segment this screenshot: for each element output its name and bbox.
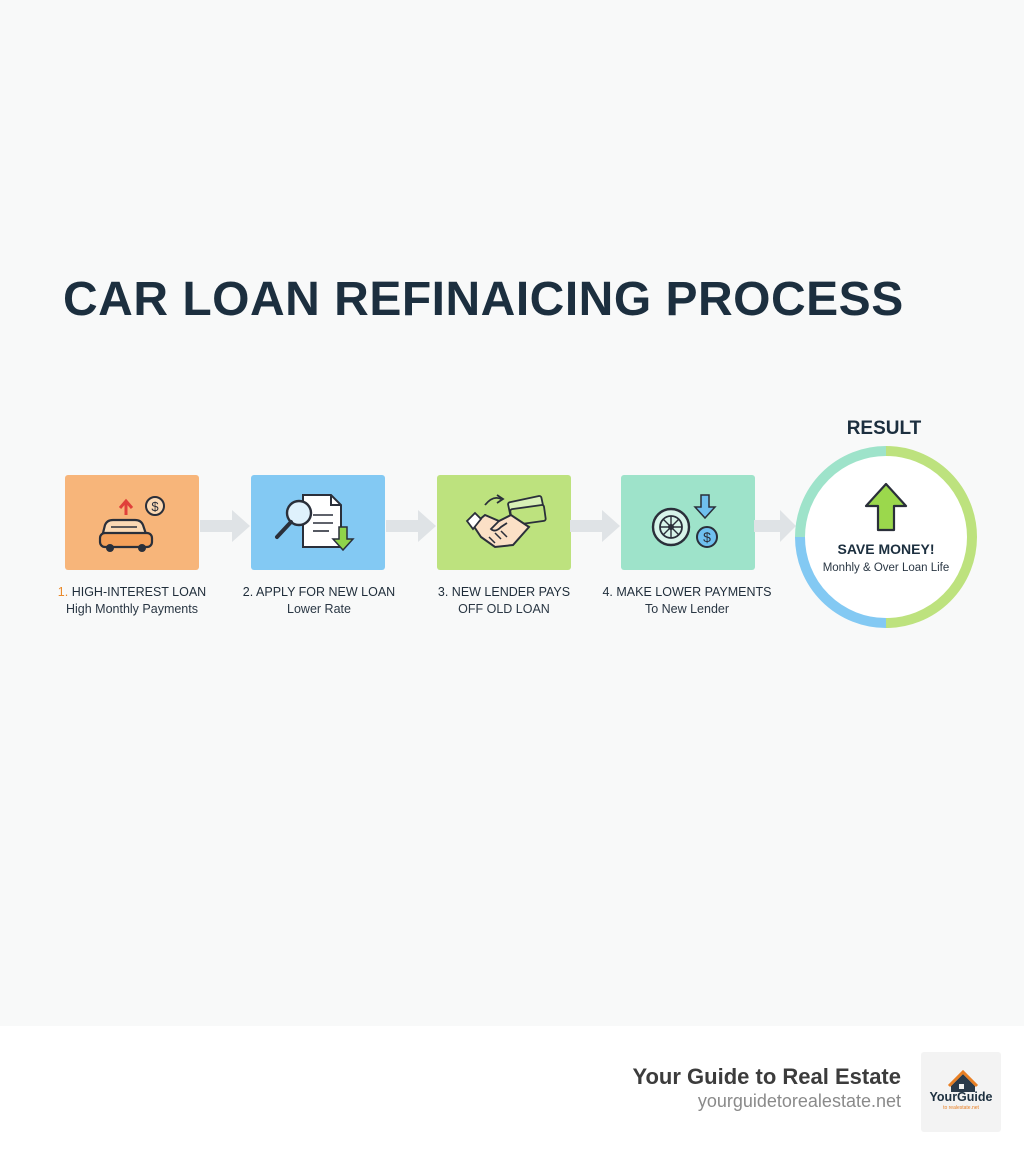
result-title: RESULT: [846, 418, 922, 439]
footer-band: [0, 1026, 1024, 1154]
result-ring: [795, 446, 977, 628]
step-2-label: 2. APPLY FOR NEW LOAN: [242, 585, 396, 599]
result-sub: Monhly & Over Loan Life: [822, 562, 950, 574]
svg-text:$: $: [703, 529, 711, 545]
result-main: SAVE MONEY!: [837, 541, 935, 557]
brand-name: Your Guide to Real Estate: [632, 1064, 901, 1089]
handshake-money-icon: [465, 494, 547, 549]
flow-arrow-2: [386, 510, 436, 542]
document-search-icon: [275, 494, 355, 552]
wheel-lower-payment-icon: $: [651, 494, 718, 548]
step-1-box: $: [65, 475, 199, 570]
step-1-sub: High Monthly Payments: [65, 602, 198, 616]
page-title: CAR LOAN REFINAICING PROCESS: [63, 273, 904, 326]
house-icon: [947, 1069, 979, 1092]
up-arrow-icon: [864, 482, 908, 532]
flow-arrow-1: [200, 510, 250, 542]
step-4-label: 4. MAKE LOWER PAYMENTS: [602, 585, 772, 599]
step-4-sub: To New Lender: [644, 602, 730, 616]
step-1-label: 1. HIGH-INTEREST LOAN: [57, 585, 207, 599]
step-2-sub: Lower Rate: [287, 602, 351, 616]
brand-url[interactable]: yourguidetorealestate.net: [697, 1091, 901, 1111]
car-with-rising-cost-icon: $: [98, 496, 165, 552]
step-3-box: [437, 475, 571, 570]
logo-text: YourGuide: [929, 1090, 993, 1104]
flow-arrow-3: [570, 510, 620, 542]
step-2-box: [251, 475, 385, 570]
step-4-box: $: [621, 475, 755, 570]
brand-logo: YourGuide to realestate.net: [921, 1052, 1001, 1132]
logo-sub: to realestate.net: [943, 1105, 979, 1111]
step-3-label: 3. NEW LENDER PAYS: [437, 585, 571, 599]
flow-arrow-4: [754, 510, 796, 542]
svg-text:$: $: [151, 499, 159, 514]
step-3-sub: OFF OLD LOAN: [458, 602, 550, 616]
